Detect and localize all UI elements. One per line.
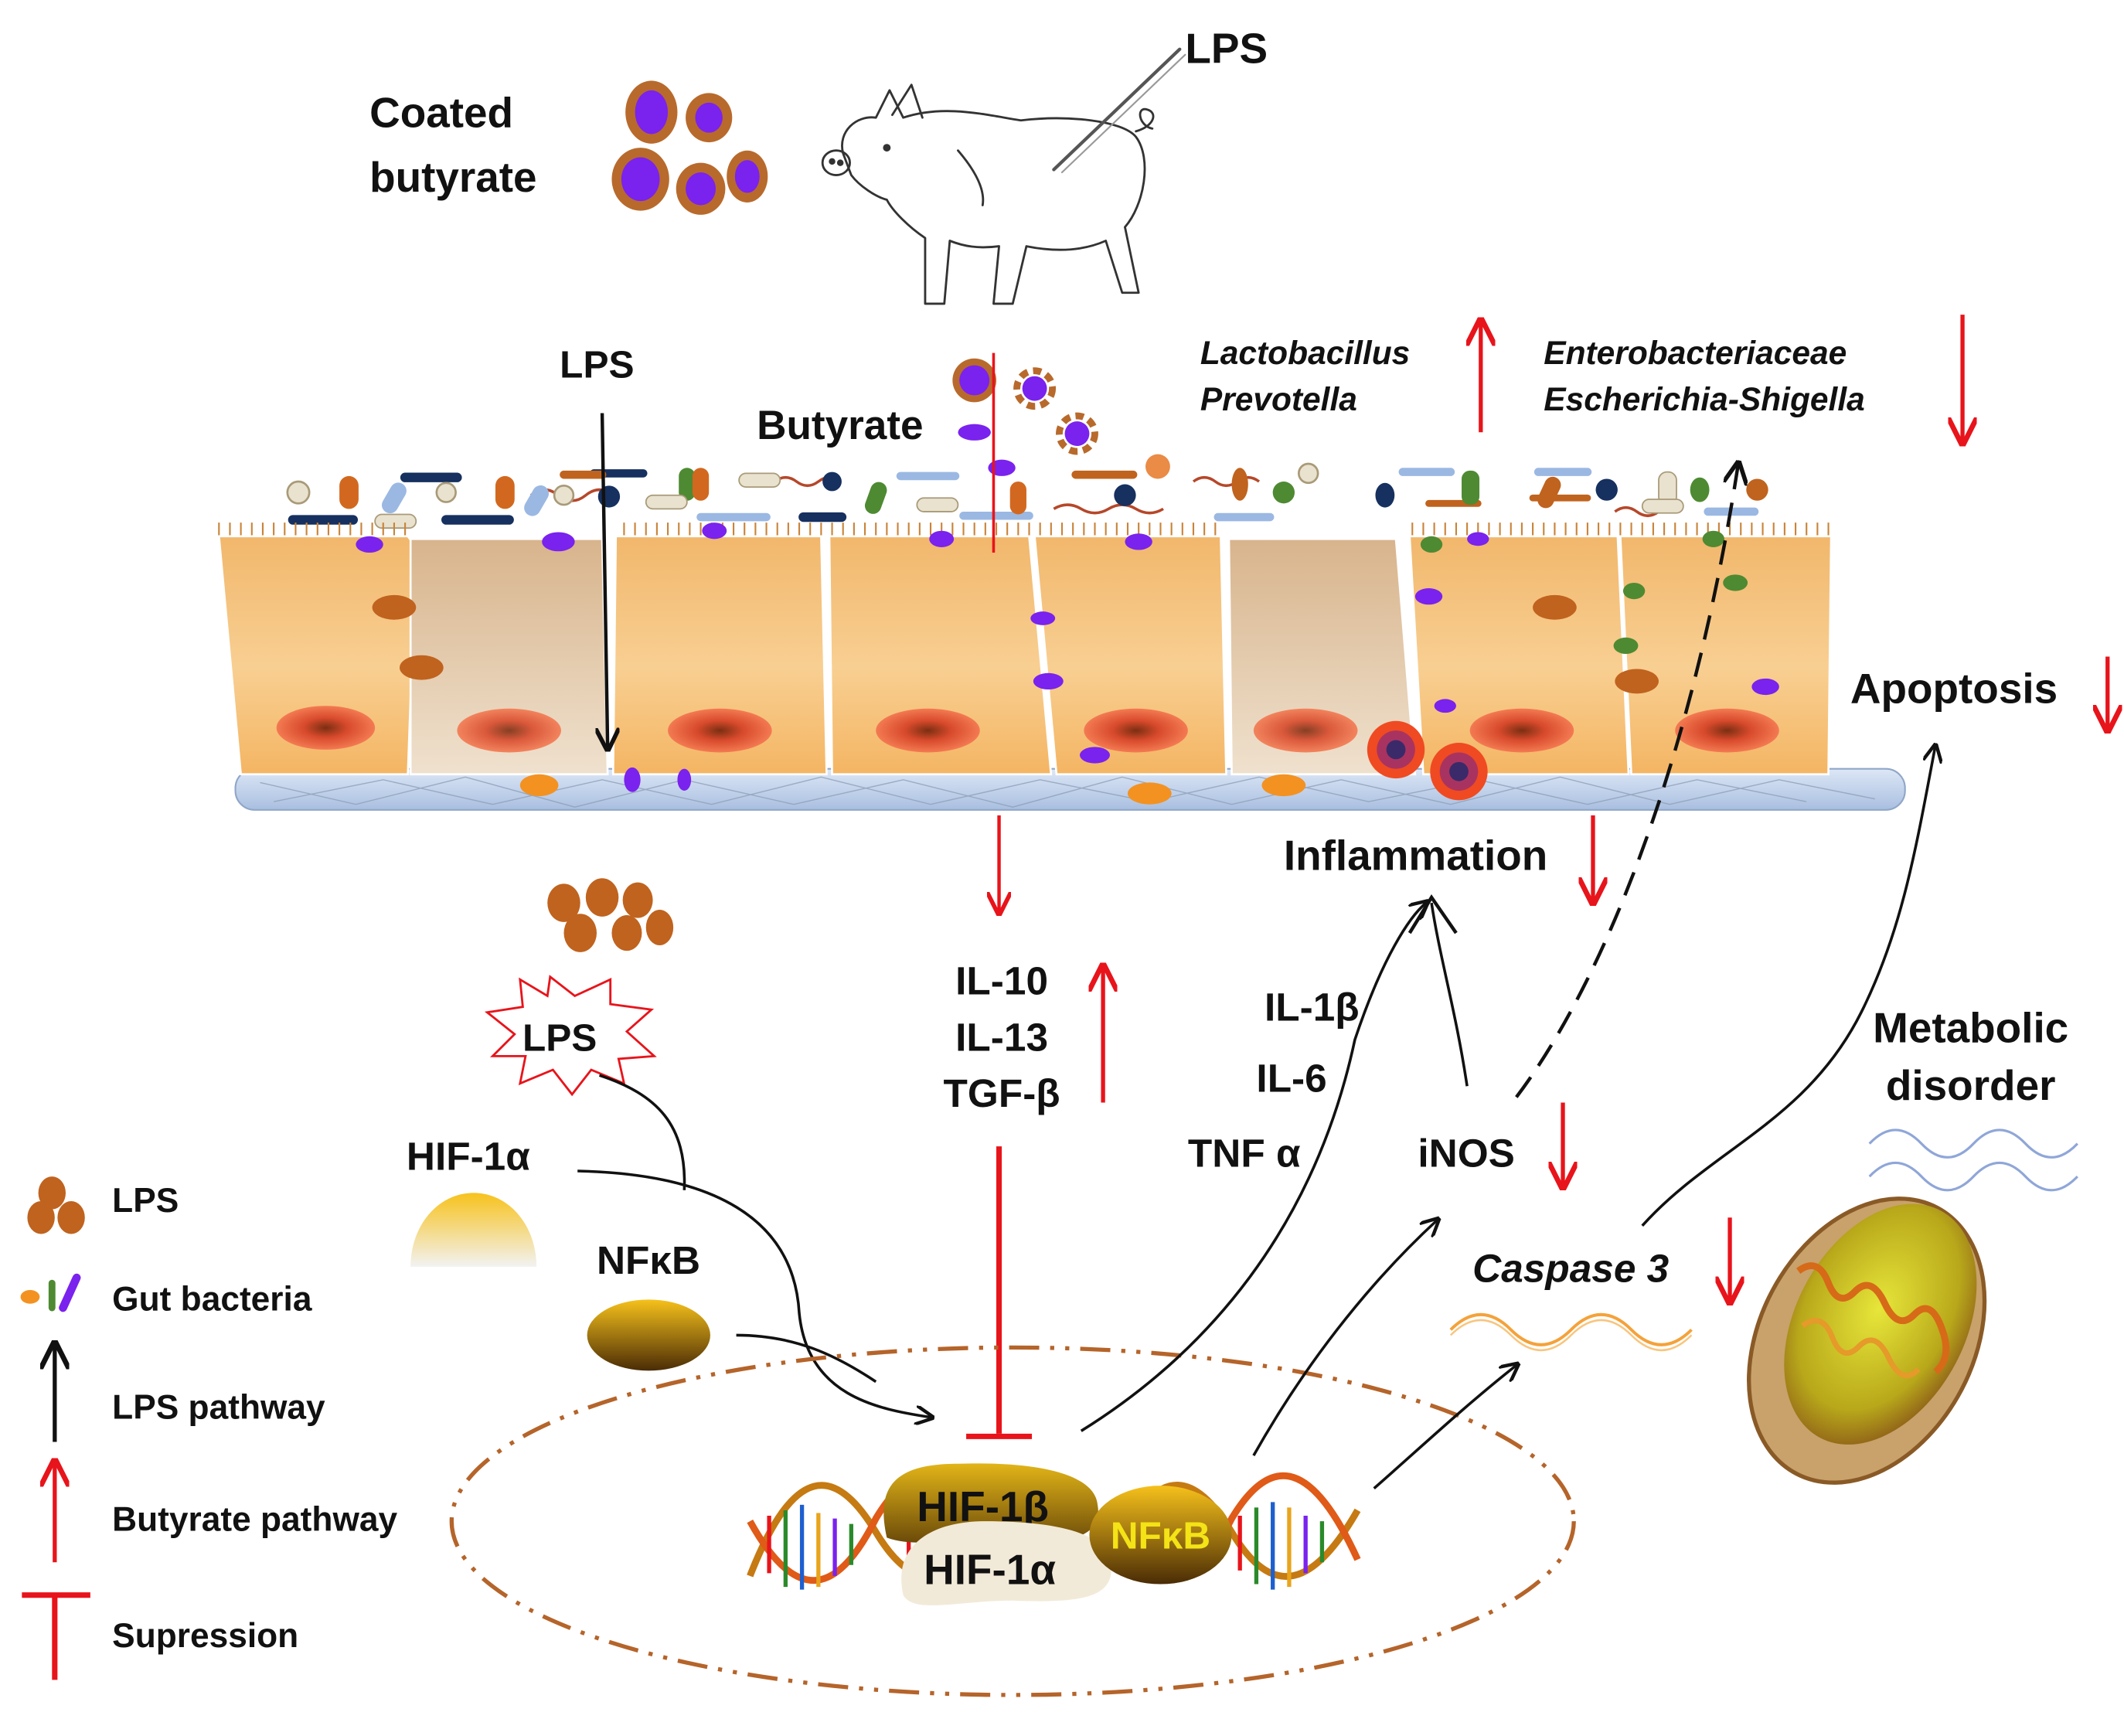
- nucleus-hif1a-label: HIF-1α: [924, 1546, 1056, 1594]
- legend-label-butyrate-pathway: Butyrate pathway: [112, 1501, 397, 1539]
- lps-epithelium-label: LPS: [560, 343, 634, 386]
- decreased-family: Enterobacteriaceae: [1544, 335, 1847, 372]
- cytokine-tnfa: TNF α: [1188, 1132, 1301, 1176]
- red-tbar-icon: [22, 1592, 90, 1680]
- lps-injection-label: LPS: [1185, 24, 1268, 72]
- legend-label-lps-pathway: LPS pathway: [112, 1388, 325, 1426]
- bacteria-ovals: [339, 468, 1684, 529]
- metabolic-label-line2: disorder: [1886, 1061, 2056, 1109]
- nfkb-nuclear-protein-icon: [1089, 1486, 1232, 1585]
- intracellular-particles: [356, 523, 1779, 805]
- cytokine-tgfb: TGF-β: [944, 1071, 1060, 1115]
- coated-butyrate-label: Coated butyrate: [369, 89, 536, 201]
- enterocyte-cell: [828, 535, 1053, 776]
- metabolic-wave-icon: [1868, 1128, 2078, 1192]
- caspase-mrna-wave-icon: [1449, 1312, 1693, 1352]
- immune-cells-icon: [1367, 720, 1488, 801]
- coated-label-line1: Coated: [369, 89, 513, 137]
- lps-burst-label: LPS: [522, 1016, 597, 1059]
- nucleus-nfkb-label: NFκB: [1111, 1514, 1210, 1557]
- nucleus-to-caspase-arrow: [1373, 1365, 1516, 1489]
- enterocyte-cell: [1033, 535, 1227, 776]
- pro-inflammatory-cytokines: IL-1β IL-6 TNF α: [1188, 985, 1360, 1175]
- legend-label-suppression: Supression: [112, 1617, 298, 1655]
- coated-butyrate-pellets-icon: [611, 80, 768, 215]
- cytokine-il6: IL-6: [1256, 1056, 1326, 1100]
- apoptosis-label: Apoptosis: [1850, 665, 2058, 713]
- lps-signal-curve: [598, 1074, 686, 1190]
- nucleus-envelope: [449, 1345, 1576, 1697]
- nfkb-label: NFκB: [597, 1238, 700, 1282]
- lps-entry-arrow: [602, 413, 608, 747]
- hif1b-protein-icon: [883, 1463, 1098, 1543]
- inos-to-microbiota-dashed-arrow: [1515, 465, 1738, 1098]
- cytokine-il10: IL-10: [955, 959, 1048, 1003]
- cell-nuclei: [276, 706, 1779, 753]
- inos-to-inflammation-arrow: [1407, 894, 1469, 1087]
- goblet-cell: [409, 538, 609, 776]
- anti-inflammatory-cytokines: IL-10 IL-13 TGF-β: [944, 959, 1060, 1115]
- hif1a-label: HIF-1α: [407, 1134, 530, 1178]
- enterocyte-cell: [1619, 535, 1833, 776]
- legend-label-lps: LPS: [112, 1182, 179, 1220]
- bacteria-rods-brown: [560, 470, 1591, 507]
- basement-membrane-fibers: [260, 776, 1875, 808]
- cytokine-il1b: IL-1β: [1265, 985, 1360, 1029]
- coated-label-line2: butyrate: [369, 153, 536, 201]
- pig-icon: [821, 83, 1155, 305]
- caspase-label: Caspase 3: [1472, 1246, 1669, 1290]
- hif1a-protein-icon: [410, 1193, 537, 1267]
- increased-genus-2: Prevotella: [1200, 382, 1357, 418]
- enterocyte-cell: [611, 535, 828, 776]
- suppression-tbar: [966, 1146, 1033, 1439]
- bacteria-cocci: [286, 454, 1768, 508]
- nucleus-to-inos-arrow: [1252, 1220, 1437, 1457]
- bacteria-filaments: [529, 475, 1682, 518]
- enterocyte-cell: [1408, 535, 1630, 776]
- inos-label: iNOS: [1418, 1132, 1515, 1176]
- mitochondrion-icon: [1747, 1196, 1987, 1485]
- bacteria-rods-light: [696, 468, 1759, 522]
- gut-microbiota-layer: [286, 454, 1768, 529]
- inflammation-label: Inflammation: [1284, 832, 1547, 880]
- caspase-to-apoptosis-arrow: [1641, 747, 1935, 1227]
- lps-cluster-icon: [27, 1176, 85, 1234]
- nucleus-to-inflammation-arrow: [1080, 903, 1426, 1432]
- hif-nfkb-to-nucleus-arrow: [577, 1169, 931, 1418]
- butyrate-label: Butyrate: [757, 403, 923, 448]
- microvilli-border: [218, 523, 1830, 536]
- released-butyrate-particles-icon: [952, 358, 1098, 476]
- cytokine-il13: IL-13: [955, 1015, 1048, 1059]
- lps-burst-icon: [484, 975, 657, 1097]
- increased-genus-1: Lactobacillus: [1200, 335, 1410, 372]
- nfkb-protein-icon: [587, 1299, 710, 1371]
- lps-particle-cluster-icon: [547, 878, 674, 952]
- decreased-genus: Escherichia-Shigella: [1544, 382, 1865, 418]
- epithelial-cell-layer: [217, 523, 1833, 805]
- metabolic-label-line1: Metabolic: [1873, 1004, 2068, 1052]
- hif1a-nuclear-protein-icon: [901, 1521, 1111, 1605]
- legend: LPS Gut bacteria LPS pathway Butyrate pa…: [20, 1176, 397, 1680]
- legend-label-bacteria: Gut bacteria: [112, 1281, 312, 1319]
- gut-bacteria-icon: [20, 1273, 81, 1312]
- syringe-needle-icon: [1052, 47, 1186, 174]
